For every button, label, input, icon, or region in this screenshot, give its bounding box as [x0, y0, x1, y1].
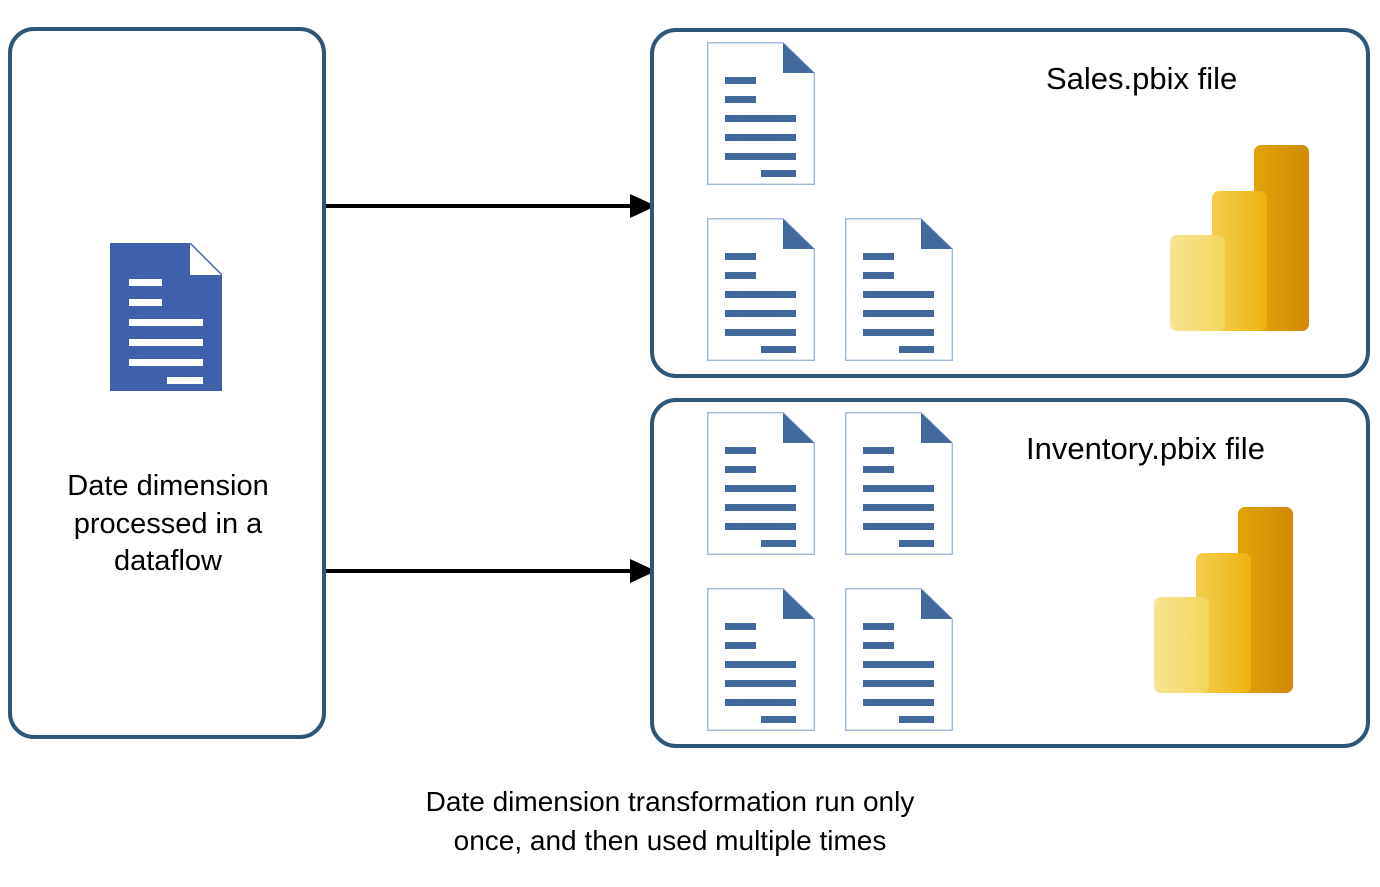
- sales-document-icon-2: [707, 218, 815, 361]
- arrow-to-inventory: [326, 551, 656, 591]
- bottom-caption-line-2: once, and then used multiple times: [453, 824, 887, 856]
- inventory-document-icon-2: [845, 412, 953, 555]
- source-caption-line-3: dataflow: [113, 545, 222, 578]
- sales-document-icon-3: [845, 218, 953, 361]
- arrow-to-sales: [326, 186, 656, 226]
- power-bi-logo-inventory: [1150, 505, 1295, 695]
- inventory-document-icon-3: [707, 588, 815, 731]
- bottom-caption-line-1: Date dimension transformation run only: [425, 786, 915, 817]
- source-caption-line-2: processed in a: [73, 507, 263, 540]
- document-icon-blue: [110, 242, 223, 391]
- source-caption: Date dimension processed in a dataflow: [20, 468, 316, 581]
- sales-panel-title: Sales.pbix file: [1046, 61, 1238, 96]
- source-caption-line-1: Date dimension: [67, 470, 269, 502]
- bottom-caption: Date dimension transformation run only o…: [330, 783, 1010, 860]
- sales-document-icon-1: [707, 42, 815, 185]
- inventory-document-icon-4: [845, 588, 953, 731]
- power-bi-logo-sales: [1166, 143, 1311, 333]
- inventory-document-icon-1: [707, 412, 815, 555]
- inventory-panel-title: Inventory.pbix file: [1026, 431, 1265, 466]
